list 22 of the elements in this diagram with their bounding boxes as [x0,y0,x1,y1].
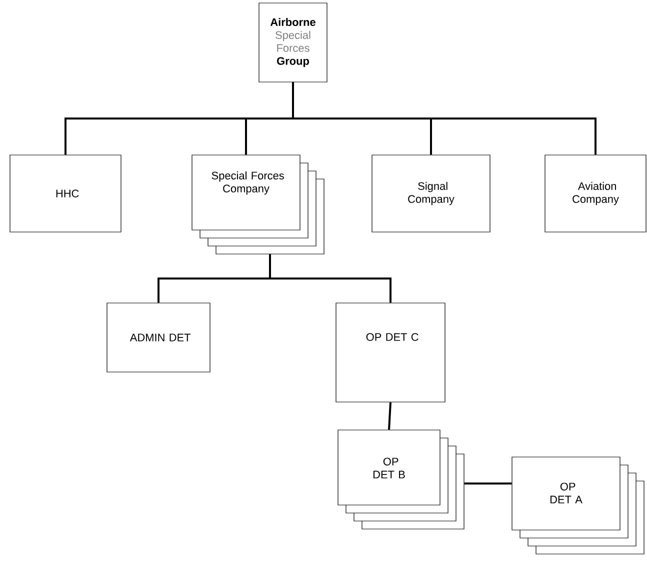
box-label: ADMIN DET [130,334,190,342]
box-label: OP DET C [366,333,418,341]
box-label: OP DET A [550,482,582,504]
connector-line [292,82,596,155]
box-label: Airborne Special Forces Group [270,18,316,68]
box-label: Special Forces Company [212,171,284,195]
org-box [258,2,328,82]
org-box [10,154,122,232]
org-box [512,456,620,530]
connector-line [388,402,392,430]
org-box [338,430,440,506]
org-box [192,154,300,230]
box-label: OP DET B [373,458,405,478]
connector-line [269,254,392,303]
box-label: Signal Company [408,182,454,206]
org-box [372,154,490,232]
org-box [106,302,210,372]
connector-line [464,482,512,484]
box-label: Aviation Company [572,182,619,206]
box-label: HHC [56,190,79,198]
org-box [544,154,646,232]
org-box [336,302,446,402]
